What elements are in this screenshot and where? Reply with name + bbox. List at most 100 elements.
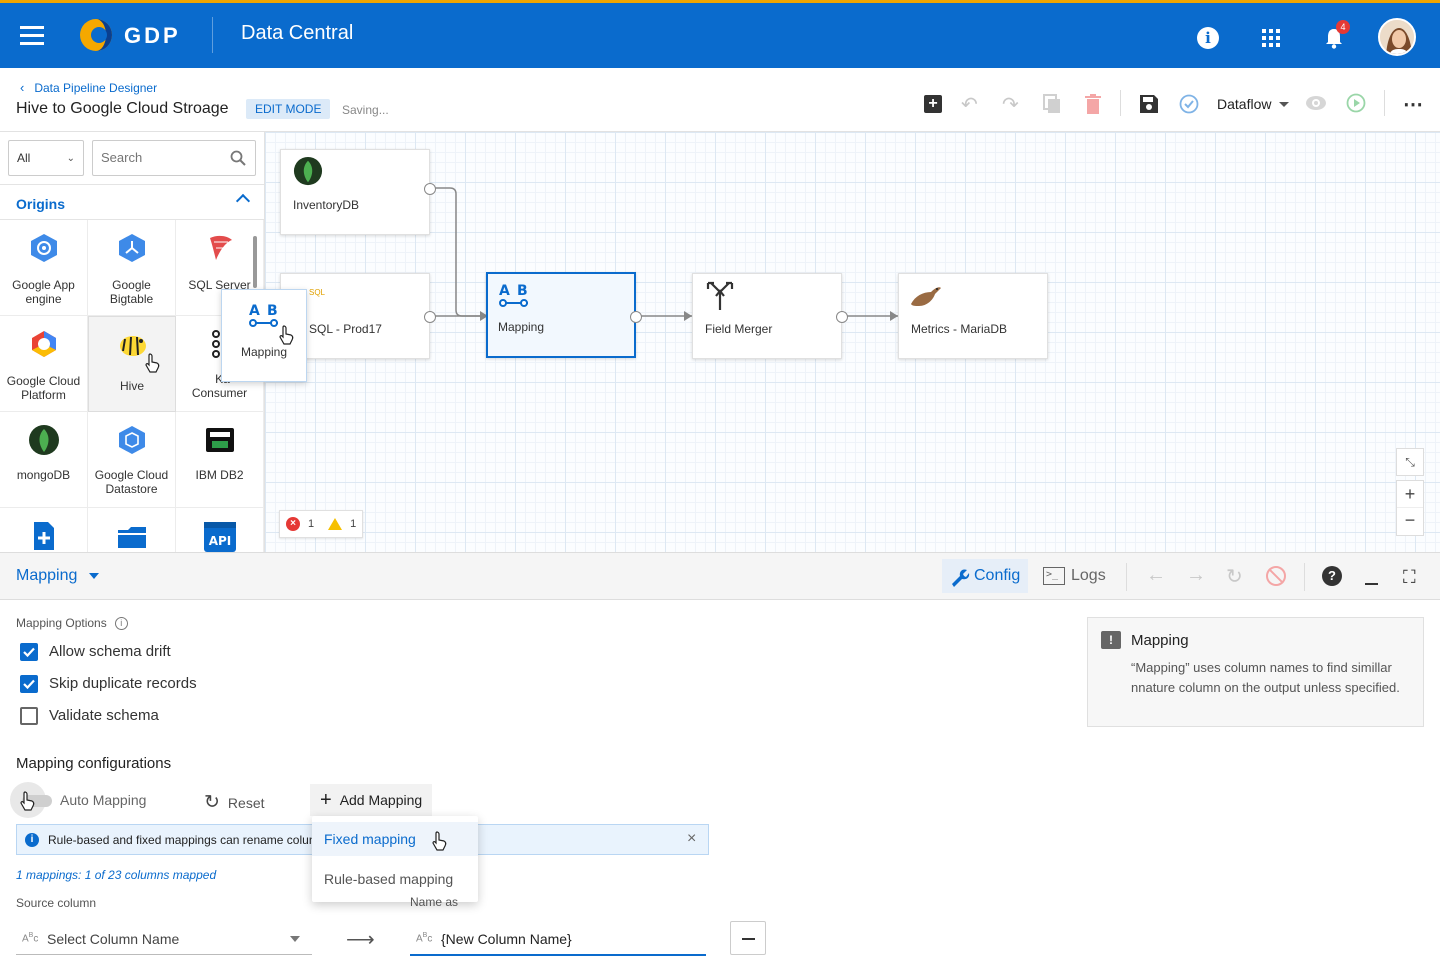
node-label: Metrics - MariaDB	[911, 322, 1008, 336]
disable-icon[interactable]	[1266, 566, 1286, 586]
help-icon[interactable]: ?	[1322, 566, 1342, 586]
origin-tile-ibm-db2[interactable]: IBM DB2	[176, 412, 264, 508]
output-port[interactable]	[424, 311, 436, 323]
preview-eye-icon[interactable]	[1305, 95, 1327, 111]
origin-tile-file[interactable]	[0, 508, 88, 552]
more-options-icon[interactable]: ⋯	[1403, 94, 1423, 116]
reset-button[interactable]: ↻ Reset	[204, 791, 265, 814]
tile-label: Consumer	[191, 386, 248, 400]
wrench-icon	[950, 567, 970, 587]
run-play-icon[interactable]	[1346, 93, 1366, 113]
tab-logs[interactable]: >_ Logs	[1043, 559, 1106, 593]
allow-schema-drift-label: Allow schema drift	[49, 643, 171, 660]
issues-indicator[interactable]: × 1 1	[279, 510, 364, 538]
origin-tile-kafka-consumer[interactable]: KaConsumer	[176, 316, 264, 412]
node-metrics-mariadb[interactable]: Metrics - MariaDB	[898, 273, 1048, 359]
origins-section-header[interactable]: Origins	[0, 184, 264, 220]
source-column-select[interactable]: ABc Select Column Name	[16, 922, 312, 955]
breadcrumb-link[interactable]: Data Pipeline Designer	[34, 80, 158, 95]
zoom-in-icon[interactable]: +	[1397, 481, 1423, 508]
tab-logs-label: Logs	[1071, 567, 1106, 584]
allow-schema-drift-checkbox[interactable]	[20, 643, 38, 661]
name-as-input[interactable]: ABc {New Column Name}	[410, 922, 706, 956]
search-input[interactable]	[92, 140, 256, 176]
brand-name: GDP	[124, 23, 181, 48]
filter-select[interactable]: All ⌄	[8, 140, 84, 176]
search-field[interactable]	[101, 150, 221, 165]
breadcrumb[interactable]: ‹ Data Pipeline Designer	[20, 80, 157, 95]
add-stage-icon[interactable]: +	[924, 95, 942, 113]
remove-mapping-button[interactable]	[730, 921, 766, 955]
output-port[interactable]	[424, 183, 436, 195]
view-select[interactable]: Dataflow	[1217, 96, 1290, 112]
arrow-right-icon[interactable]: →	[1186, 564, 1206, 586]
zoom-out-icon[interactable]: −	[1404, 510, 1416, 530]
tile-label: mongoDB	[16, 468, 71, 482]
svg-text:API: API	[209, 534, 232, 548]
menu-item-rule-based-mapping[interactable]: Rule-based mapping	[312, 862, 478, 896]
chevron-up-icon[interactable]	[235, 193, 251, 209]
origin-tile-mongodb[interactable]: mongoDB	[0, 412, 88, 508]
fit-to-view-icon[interactable]: ⤡	[1396, 448, 1424, 476]
output-port[interactable]	[836, 311, 848, 323]
menu-icon[interactable]	[20, 26, 44, 45]
folder-icon	[116, 520, 148, 552]
node-inventorydb[interactable]: InventoryDB	[280, 149, 436, 235]
help-panel: ! Mapping “Mapping” uses column names to…	[1087, 617, 1424, 727]
info-icon[interactable]: i	[1197, 27, 1219, 49]
origin-tile-api[interactable]: API	[176, 508, 264, 552]
stage-panel-bar: Mapping Config >_ Logs ← → ↻ ? ⛶	[0, 552, 1440, 600]
user-avatar[interactable]	[1378, 18, 1416, 56]
tab-config[interactable]: Config	[942, 559, 1029, 593]
info-banner-text: Rule-based and fixed mappings can rename…	[48, 833, 316, 847]
origin-tile-folder[interactable]	[88, 508, 176, 552]
info-circle-icon[interactable]: i	[114, 616, 128, 630]
apps-grid-icon[interactable]	[1262, 29, 1280, 47]
svg-text:B: B	[267, 303, 278, 319]
validate-schema-checkbox[interactable]	[20, 707, 38, 725]
close-icon[interactable]: ×	[687, 830, 697, 847]
arrow-left-icon[interactable]: ←	[1146, 564, 1166, 586]
sidebar-scrollbar[interactable]	[253, 236, 257, 288]
feedback-icon: !	[1101, 631, 1121, 649]
fullscreen-icon[interactable]: ⛶	[1403, 567, 1416, 587]
origin-tile-sql-server[interactable]: SQL Server	[176, 220, 264, 316]
hand-cursor-icon	[145, 353, 161, 373]
node-label: Field Merger	[705, 322, 773, 336]
notifications-bell-icon[interactable]	[1324, 27, 1346, 49]
menu-item-fixed-mapping[interactable]: Fixed mapping	[312, 822, 478, 856]
toolbar-divider	[1120, 90, 1121, 116]
delete-icon[interactable]	[1085, 94, 1101, 114]
chevron-down-icon: ⌄	[66, 152, 75, 164]
validate-schema-label: Validate schema	[49, 707, 159, 724]
view-select-value: Dataflow	[1217, 96, 1272, 112]
tile-label: SQL Server	[188, 278, 251, 292]
refresh-icon[interactable]: ↻	[1226, 566, 1243, 588]
minimize-icon[interactable]	[1365, 583, 1378, 585]
add-mapping-button[interactable]: + Add Mapping	[310, 784, 433, 816]
search-icon[interactable]	[230, 150, 246, 166]
auto-mapping-toggle[interactable]	[10, 782, 52, 818]
redo-icon[interactable]: ↷	[1002, 94, 1019, 116]
output-port[interactable]	[630, 311, 642, 323]
mariadb-seal-icon	[909, 282, 943, 313]
copy-icon[interactable]	[1043, 94, 1061, 114]
stage-select[interactable]: Mapping	[16, 567, 100, 585]
validate-check-icon[interactable]	[1179, 94, 1199, 114]
save-icon[interactable]	[1140, 95, 1158, 113]
origin-tile-hive[interactable]: Hive	[88, 316, 176, 412]
undo-icon[interactable]: ↶	[961, 94, 978, 116]
node-field-merger[interactable]: Field Merger	[692, 273, 848, 359]
skip-duplicates-checkbox[interactable]	[20, 675, 38, 693]
text-type-icon: ABc	[22, 932, 39, 945]
name-as-value: {New Column Name}	[441, 931, 572, 947]
